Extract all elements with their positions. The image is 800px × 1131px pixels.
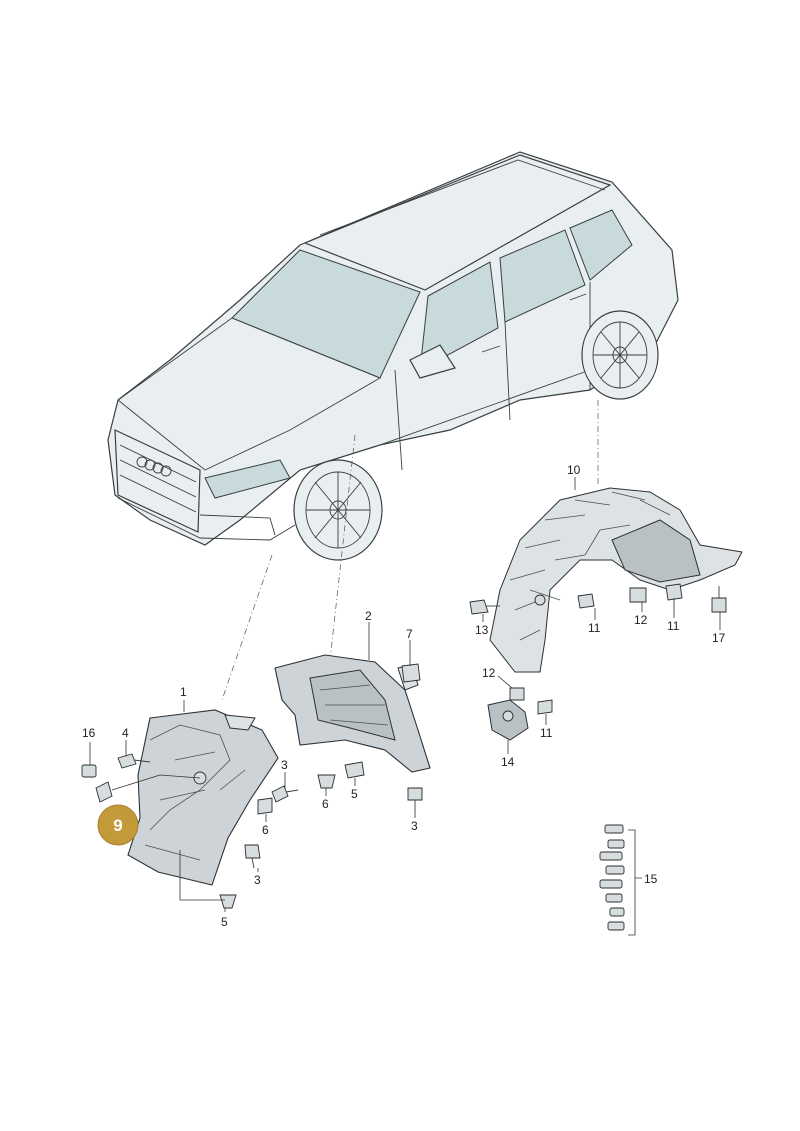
callout-5-mid: 5 <box>351 787 358 801</box>
callout-14: 14 <box>501 755 515 769</box>
part-1-wheel-housing-liner <box>127 709 279 886</box>
callout-6-mid: 6 <box>322 797 329 811</box>
callout-3-right: 3 <box>411 819 418 833</box>
part-14-bracket <box>487 699 529 741</box>
callout-3-left: 3 <box>281 758 288 772</box>
part-2-wheel-housing-liner <box>274 654 431 773</box>
callout-11-right: 11 <box>667 619 680 633</box>
callout-6-left: 6 <box>262 823 269 837</box>
fastener-set-15 <box>599 824 625 931</box>
callout-12-right: 12 <box>634 613 648 627</box>
callout-12-lower: 12 <box>482 666 496 680</box>
highlight-badge-circle <box>97 804 139 846</box>
leader-lines <box>89 477 721 936</box>
highlight-badge-label: 9 <box>113 816 122 835</box>
callout-4: 4 <box>122 726 129 740</box>
callout-17: 17 <box>712 631 726 645</box>
callout-2: 2 <box>365 609 372 623</box>
callout-11-left: 11 <box>588 621 601 635</box>
callout-13: 13 <box>475 623 489 637</box>
vehicle-illustration <box>107 151 679 561</box>
callout-3-bottom: 3 <box>254 873 261 887</box>
callout-5-bottom: 5 <box>221 915 228 929</box>
fasteners <box>81 583 727 931</box>
callout-labels: 1 2 7 10 16 4 3 6 3 5 6 5 3 13 11 12 11 … <box>82 463 726 929</box>
callout-7: 7 <box>406 627 413 641</box>
callout-1: 1 <box>180 685 187 699</box>
assembly-lines <box>221 400 599 701</box>
part-10-rear-wheel-housing-liner <box>489 487 743 673</box>
highlight-badge-9[interactable]: 9 <box>97 804 139 846</box>
callout-10: 10 <box>567 463 581 477</box>
callout-15: 15 <box>644 872 658 886</box>
callout-16: 16 <box>82 726 96 740</box>
callout-11-lower: 11 <box>540 726 553 740</box>
